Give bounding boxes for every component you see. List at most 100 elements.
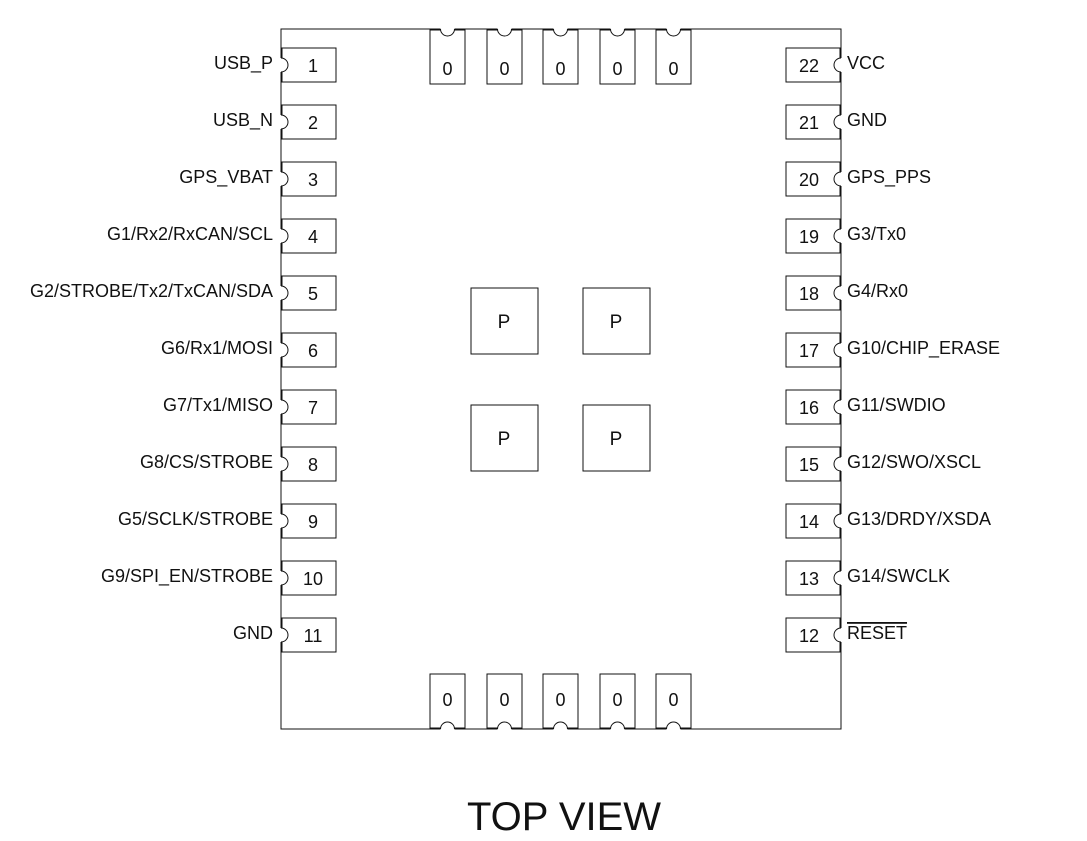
pad-label: 0 <box>442 59 452 79</box>
right-pin-18: 18 G4/Rx0 <box>785 275 908 311</box>
left-pin-8: 8G8/CS/STROBE <box>140 446 337 482</box>
pad-notch <box>553 721 568 730</box>
pin-label: G3/Tx0 <box>847 224 906 244</box>
pin-notch <box>833 456 842 472</box>
pad-notch <box>497 721 512 730</box>
center-pad-label: P <box>610 312 623 333</box>
pin-label: G10/CHIP_ERASE <box>847 338 1000 359</box>
pad-notch <box>553 28 568 37</box>
pin-notch <box>833 570 842 586</box>
pin-label: G5/SCLK/STROBE <box>118 509 273 529</box>
pad-notch <box>666 28 681 37</box>
pin-notch <box>280 285 289 301</box>
pad-notch <box>610 28 625 37</box>
pin-number: 2 <box>308 113 318 133</box>
bottom-pad-5: 0 <box>655 673 692 731</box>
pin-number: 8 <box>308 455 318 475</box>
pin-label: USB_P <box>214 53 273 74</box>
pad-label: 0 <box>612 690 622 710</box>
bottom-pad-1: 0 <box>429 673 466 731</box>
pin-label: G9/SPI_EN/STROBE <box>101 566 273 587</box>
center-pad-3: P <box>470 404 539 472</box>
pin-label: GPS_VBAT <box>179 167 273 188</box>
center-pad-label: P <box>498 312 511 333</box>
pins-layer: 1USB_P2USB_N3GPS_VBAT4G1/Rx2/RxCAN/SCL5G… <box>30 47 1000 653</box>
pin-notch <box>280 228 289 244</box>
pad-label: 0 <box>499 690 509 710</box>
pad-notch <box>497 28 512 37</box>
pad-label: 0 <box>612 59 622 79</box>
pad-label: 0 <box>668 59 678 79</box>
left-pin-9: 9 G5/SCLK/STROBE <box>118 503 337 539</box>
bottom-pad-3: 0 <box>542 673 579 731</box>
center-pad-label: P <box>610 429 623 450</box>
pin-number: 1 <box>308 56 318 76</box>
pin-label: G4/Rx0 <box>847 281 908 301</box>
pin-notch <box>280 171 289 187</box>
pin-label: RESET <box>847 623 907 643</box>
pin-notch <box>833 228 842 244</box>
pin-number: 6 <box>308 341 318 361</box>
pad-label: 0 <box>499 59 509 79</box>
top-pad-2: 0 <box>486 27 523 85</box>
pin-number: 13 <box>799 569 819 589</box>
left-pin-5: 5G2/STROBE/Tx2/TxCAN/SDA <box>30 275 337 311</box>
pin-notch <box>833 399 842 415</box>
pin-number: 22 <box>799 56 819 76</box>
left-pin-7: 7G7/Tx1/MISO <box>163 389 337 425</box>
left-pin-11: 11 GND <box>233 617 337 653</box>
pad-notch <box>440 721 455 730</box>
pin-notch <box>280 627 289 643</box>
pad-label: 0 <box>442 690 452 710</box>
pin-number: 12 <box>799 626 819 646</box>
pin-notch <box>833 114 842 130</box>
pin-number: 18 <box>799 284 819 304</box>
pad-notch <box>610 721 625 730</box>
pin-label: G6/Rx1/MOSI <box>161 338 273 358</box>
center-pad-4: P <box>582 404 651 472</box>
pad-notch <box>440 28 455 37</box>
pad-label: 0 <box>668 690 678 710</box>
pad-label: 0 <box>555 59 565 79</box>
center-pad-1: P <box>470 287 539 355</box>
pin-notch <box>833 285 842 301</box>
left-pin-1: 1 USB_P <box>214 47 337 83</box>
right-pin-17: 17 G10/CHIP_ERASE <box>785 332 1000 368</box>
pin-number: 4 <box>308 227 318 247</box>
pin-notch <box>280 114 289 130</box>
top-pad-1: 0 <box>429 27 466 85</box>
right-pin-13: 13 G14/SWCLK <box>785 560 950 596</box>
center-pad-2: P <box>582 287 651 355</box>
pin-number: 11 <box>304 626 323 646</box>
pin-number: 17 <box>799 341 819 361</box>
module-outline <box>280 28 842 730</box>
pad-notch <box>666 721 681 730</box>
pin-number: 10 <box>303 569 323 589</box>
pin-label: GND <box>233 623 273 643</box>
top-pad-3: 0 <box>542 27 579 85</box>
pin-label: G14/SWCLK <box>847 566 950 586</box>
pin-notch <box>280 57 289 73</box>
pin-notch <box>280 399 289 415</box>
pin-label: G13/DRDY/XSDA <box>847 509 991 529</box>
pin-label: GND <box>847 110 887 130</box>
pin-number: 16 <box>799 398 819 418</box>
left-pin-6: 6 G6/Rx1/MOSI <box>161 332 337 368</box>
pin-notch <box>280 342 289 358</box>
left-pin-10: 10 G9/SPI_EN/STROBE <box>101 560 337 596</box>
pin-notch <box>280 513 289 529</box>
pin-number: 9 <box>308 512 318 532</box>
bottom-pad-2: 0 <box>486 673 523 731</box>
top-pad-5: 0 <box>655 27 692 85</box>
pin-number: 5 <box>308 284 318 304</box>
pin-label: G7/Tx1/MISO <box>163 395 273 415</box>
pin-notch <box>833 57 842 73</box>
pin-notch <box>280 456 289 472</box>
